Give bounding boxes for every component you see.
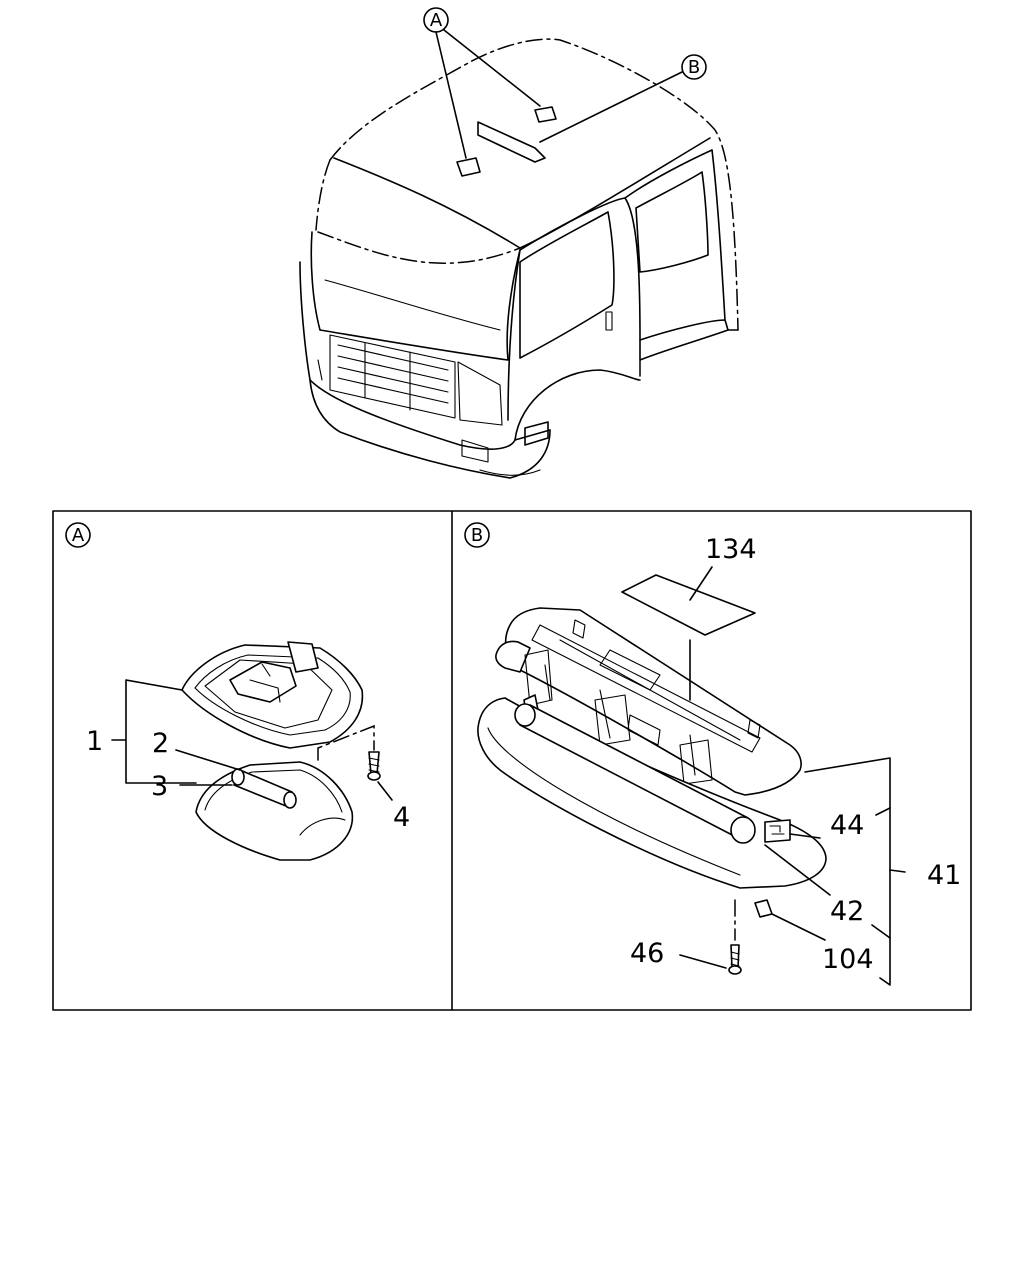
- panel-a: A: [65, 522, 410, 861]
- part-label-3: 3: [151, 771, 168, 802]
- fluorescent-tube-42: [514, 703, 756, 844]
- panel-a-title: A: [72, 525, 85, 546]
- callout-a: A: [423, 7, 541, 159]
- panel-b: B: [464, 522, 961, 986]
- part-label-44: 44: [830, 810, 864, 841]
- part-label-4: 4: [393, 802, 410, 833]
- screw-4: [317, 724, 381, 781]
- socket-44: [764, 819, 791, 843]
- part-label-42: 42: [830, 896, 864, 927]
- part-label-104: 104: [822, 944, 874, 975]
- clip-104: [754, 899, 773, 918]
- lamp-housing-upper: [495, 607, 802, 796]
- part-label-134: 134: [705, 534, 757, 565]
- label-plate-134: [621, 574, 756, 636]
- screw-46: [728, 899, 742, 975]
- part-label-46: 46: [630, 938, 664, 969]
- callout-a-label: A: [430, 10, 443, 31]
- room-lamp-bulb: [231, 768, 297, 809]
- truck-cab-illustration: [299, 38, 739, 479]
- room-lamp-housing: [181, 641, 364, 749]
- part-label-2: 2: [152, 728, 169, 759]
- panel-b-title: B: [471, 525, 483, 546]
- part-label-1: 1: [86, 726, 103, 757]
- room-lamp-lens: [195, 761, 354, 861]
- callout-b: B: [539, 54, 707, 143]
- detail-panel-frame: [52, 510, 972, 1011]
- part-label-41: 41: [927, 860, 961, 891]
- callout-b-label: B: [688, 57, 700, 78]
